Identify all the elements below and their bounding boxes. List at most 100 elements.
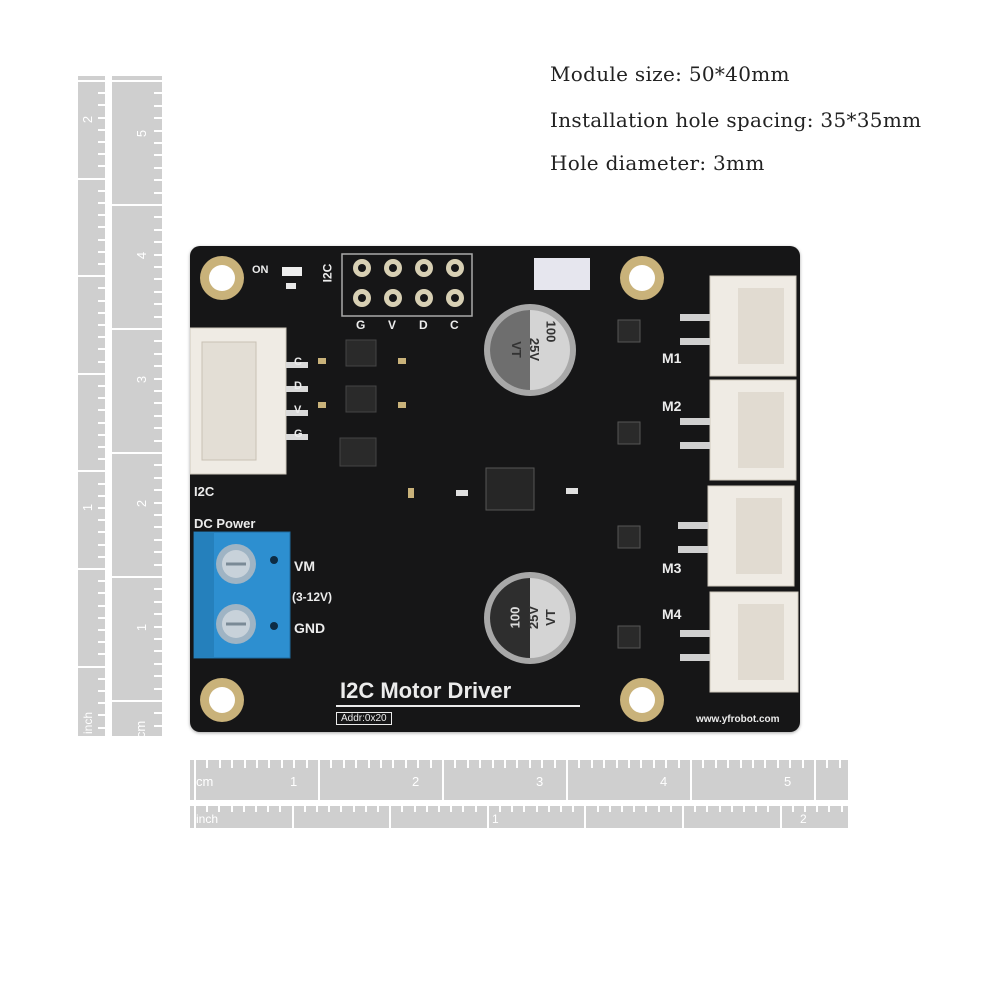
ruler-tick [194,806,196,828]
ruler-tick [401,806,404,812]
capacitor-top [484,304,576,396]
header-pin-v: V [388,318,397,332]
board-graphics [190,253,799,722]
ruler-tick [764,760,767,768]
ruler-tick [154,377,162,380]
ruler-tick [256,760,258,768]
ruler-tick [718,806,721,812]
ruler-tick [98,153,105,156]
ruler-tick [154,241,162,244]
i2c-pin-v: V [294,404,302,416]
horizontal-cm-ruler: cm 1 2 3 4 5 [190,760,848,800]
ruler-tick [677,760,680,768]
ruler-tick [486,806,489,828]
pin-header [341,253,473,317]
ruler-tick [154,315,162,318]
ruler-tick [154,340,162,343]
ruler-tick [154,625,162,628]
i2c-pin-d: D [294,380,302,392]
ruler-tick [154,365,162,368]
ruler-tick [98,92,105,95]
ruler-tick [450,806,453,812]
motor-label-m1: M1 [662,350,682,366]
ruler-tick [669,806,672,812]
ruler-tick [194,760,196,800]
capacitor-bottom [484,572,576,664]
ruler-tick [154,104,162,107]
ruler-tick [462,806,465,812]
ruler-tick [98,141,105,143]
ruler-tick [154,476,162,479]
ruler-tick [584,806,587,828]
ruler-tick [154,266,162,268]
ruler-tick [154,117,162,120]
ruler-tick [98,677,105,680]
ruler-tick [804,806,806,812]
ruler-tick [547,806,550,812]
ruler-tick [392,760,395,768]
vertical-inch-label-1: 1 [80,503,96,512]
ruler-tick [78,177,105,180]
horizontal-cm-label-5: 5 [784,774,792,789]
ruler-tick [491,760,494,768]
ruler-tick [340,806,343,812]
ruler-tick [154,687,162,690]
ruler-tick [98,421,105,424]
ruler-tick [98,385,105,387]
horizontal-cm-label-2: 2 [412,774,420,789]
vertical-cm-label-1: 1 [134,623,150,632]
motor-driver-chips [617,319,641,649]
ruler-tick [566,760,568,800]
ruler-tick [154,724,162,727]
ruler-tick [404,760,407,768]
header-pin-c: C [450,318,459,332]
ruler-tick [303,806,306,812]
ruler-tick [154,390,162,392]
ruler-tick [112,452,162,454]
ruler-tick [305,760,308,768]
ruler-tick [466,760,469,768]
ruler-tick [474,806,477,812]
ruler-tick [98,214,105,217]
ruler-tick [98,409,105,412]
cap-top-voltage: 25V [527,337,543,362]
ruler-tick [154,675,162,678]
ruler-tick [112,328,162,330]
ruler-tick [702,760,705,768]
ruler-tick [268,760,271,768]
cap-bottom-code: VT [542,609,558,626]
cap-top-value: 100 [543,320,559,343]
horizontal-inch-unit: inch [196,812,219,826]
vertical-cm-label-3: 3 [134,375,150,384]
cap-top-code: VT [508,341,524,358]
ruler-tick [541,760,544,768]
ruler-tick [98,616,105,619]
vm-label: VM [294,558,315,574]
ruler-tick [291,806,294,828]
ruler-tick [840,806,843,812]
ruler-tick [98,702,105,705]
ruler-tick [752,760,754,768]
ruler-tick [78,372,105,375]
ruler-tick [154,464,162,467]
ruler-tick [98,324,105,326]
ruler-tick [98,226,105,229]
ruler-tick [98,250,105,253]
vertical-cm-label-2: 2 [134,499,150,508]
ruler-tick [154,402,162,405]
ruler-tick [154,154,162,157]
ruler-tick [367,760,370,768]
ruler-tick [154,166,162,169]
ruler-tick [112,80,162,82]
horizontal-inch-ruler: inch 1 2 [190,806,848,828]
ruler-tick [789,760,792,768]
ruler-tick [78,80,105,82]
ruler-tick [98,128,105,131]
motor-driver-board: ON I2C G V D C C D V G I2C DC Power VM (… [190,246,800,732]
horizontal-cm-label-3: 3 [536,774,544,789]
ruler-tick [154,92,162,95]
ruler-tick [342,760,345,768]
ruler-tick [154,551,162,554]
ruler-tick [98,202,105,204]
vertical-cm-ruler: cm 5 4 3 2 1 [112,76,162,738]
